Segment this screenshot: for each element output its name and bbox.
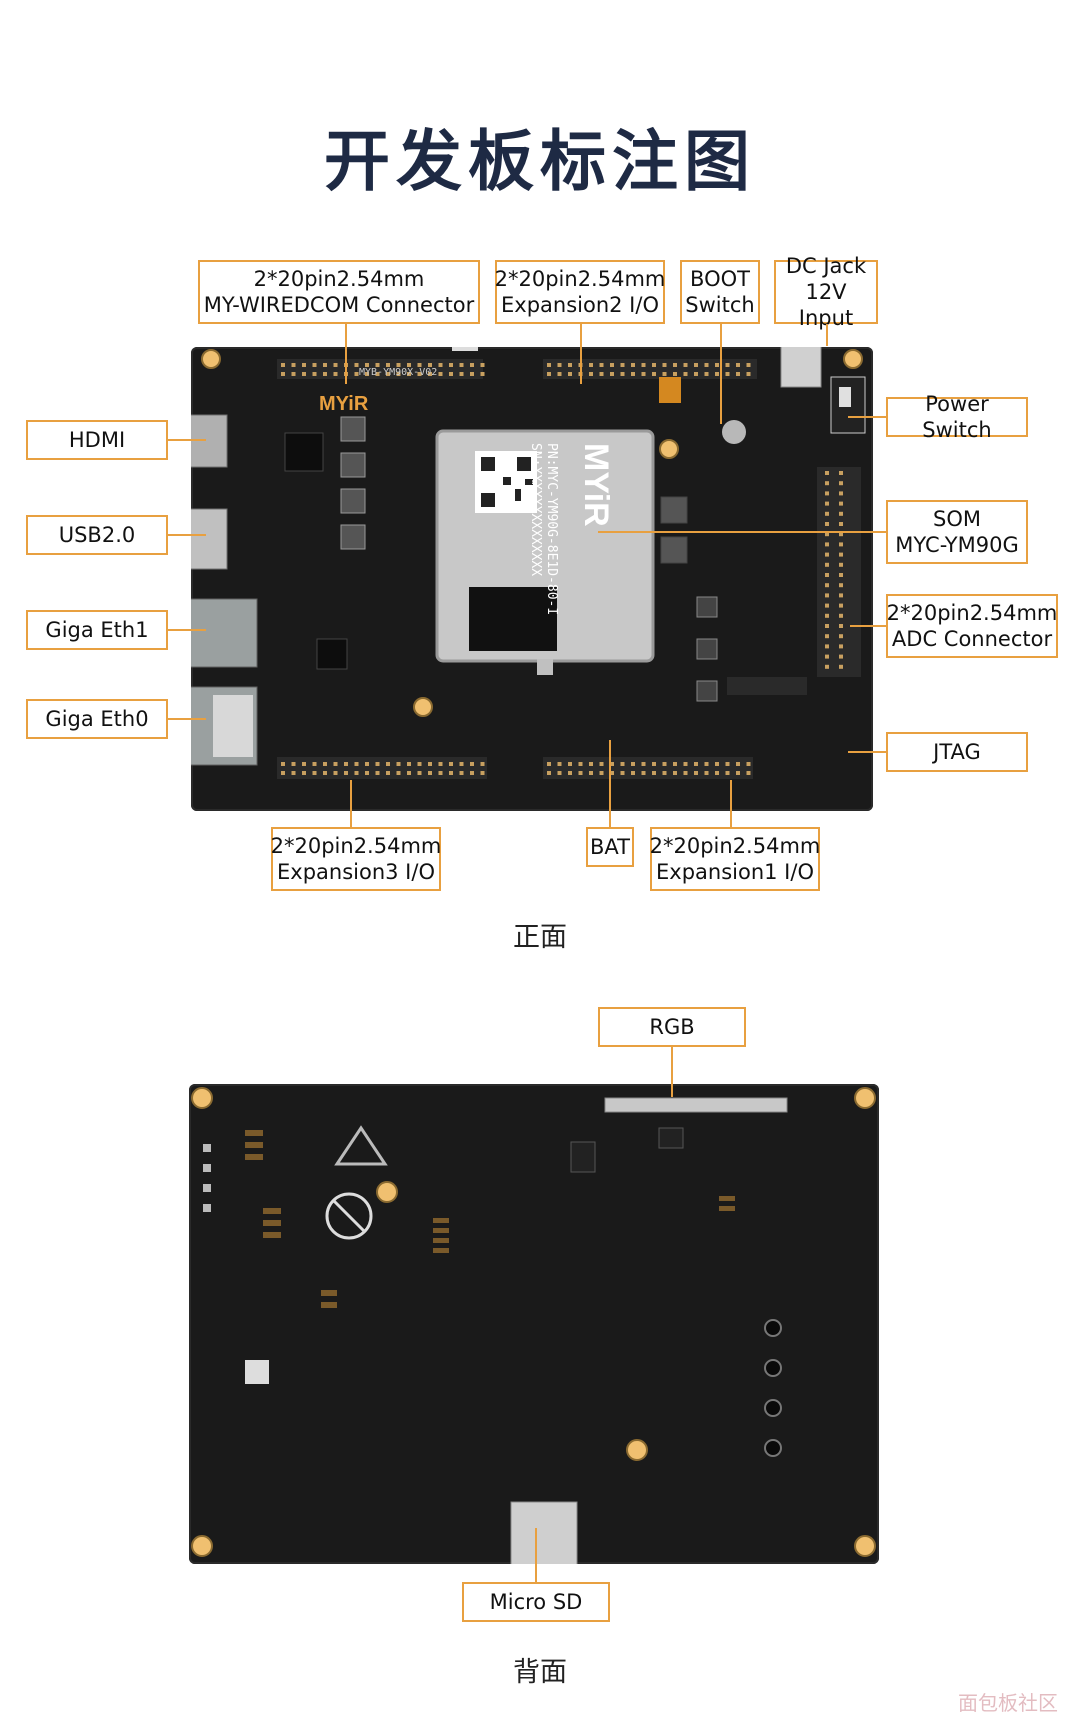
leader-eth0 xyxy=(168,718,206,720)
front-board-image: MYiR MYB-YM90X-V02 MYiR PN:MYC-YM90G-8E1… xyxy=(191,347,873,811)
label-boot: BOOT Switch xyxy=(680,260,760,324)
leader-jtag xyxy=(848,751,886,753)
label-wiredcom: 2*20pin2.54mm MY-WIREDCOM Connector xyxy=(198,260,480,324)
label-bat: BAT xyxy=(586,827,634,867)
back-caption: 背面 xyxy=(513,1657,567,1688)
label-dcjack-line1: DC Jack xyxy=(785,254,867,278)
leader-exp3 xyxy=(350,780,352,827)
label-dcjack-line2: 12V Input xyxy=(798,280,854,330)
label-som-line1: SOM xyxy=(933,507,981,531)
label-exp3: 2*20pin2.54mm Expansion3 I/O xyxy=(271,827,441,891)
leader-exp1 xyxy=(730,780,732,827)
leader-bat xyxy=(609,740,611,827)
label-exp3-line1: 2*20pin2.54mm xyxy=(270,834,442,858)
label-exp2-line2: Expansion2 I/O xyxy=(501,293,659,317)
leader-hdmi xyxy=(168,439,206,441)
leader-microsd xyxy=(535,1528,537,1582)
label-bat-text: BAT xyxy=(590,835,630,859)
label-usb: USB2.0 xyxy=(26,515,168,555)
label-boot-line2: Switch xyxy=(685,293,755,317)
leader-rgb xyxy=(671,1047,673,1097)
front-board-brand: MYiR xyxy=(319,393,369,415)
label-rgb: RGB xyxy=(598,1007,746,1047)
label-adc: 2*20pin2.54mm ADC Connector xyxy=(886,594,1058,658)
leader-wiredcom xyxy=(345,324,347,384)
leader-usb xyxy=(168,534,206,536)
leader-power xyxy=(848,416,886,418)
label-power: Power Switch xyxy=(886,392,1028,442)
label-exp1-line1: 2*20pin2.54mm xyxy=(649,834,821,858)
back-board-image xyxy=(189,1084,879,1564)
label-jtag-text: JTAG xyxy=(933,740,981,764)
label-wiredcom-line2: MY-WIREDCOM Connector xyxy=(203,293,475,317)
som-pn: PN:MYC-YM90G-8E1D-80-I xyxy=(544,443,559,616)
front-caption: 正面 xyxy=(513,922,567,953)
leader-dcjack xyxy=(826,324,828,346)
label-adc-line2: ADC Connector xyxy=(891,627,1053,651)
page-title: 开发板标注图 xyxy=(324,123,756,200)
label-eth0: Giga Eth0 xyxy=(26,699,168,739)
label-dcjack: DC Jack 12V Input xyxy=(774,254,878,330)
leader-eth1 xyxy=(168,629,206,631)
label-rgb-text: RGB xyxy=(649,1015,695,1039)
som-sn: SN:XXXXXXXXXXXXXX xyxy=(528,443,543,577)
watermark: 面包板社区 xyxy=(958,1691,1058,1715)
label-hdmi: HDMI xyxy=(26,420,168,460)
label-microsd-text: Micro SD xyxy=(489,1590,583,1614)
label-microsd: Micro SD xyxy=(462,1582,610,1622)
label-eth0-text: Giga Eth0 xyxy=(45,707,149,731)
leader-boot xyxy=(720,324,722,424)
label-boot-line1: BOOT xyxy=(690,267,750,291)
label-wiredcom-line1: 2*20pin2.54mm xyxy=(253,267,425,291)
leader-som xyxy=(598,531,886,533)
label-exp1-line2: Expansion1 I/O xyxy=(656,860,814,884)
som-brand: MYiR xyxy=(577,443,615,527)
label-power-text: Power Switch xyxy=(922,392,992,442)
label-exp3-line2: Expansion3 I/O xyxy=(277,860,435,884)
label-exp2: 2*20pin2.54mm Expansion2 I/O xyxy=(495,260,665,324)
leader-exp2 xyxy=(580,324,582,384)
label-hdmi-text: HDMI xyxy=(68,428,126,452)
label-exp1: 2*20pin2.54mm Expansion1 I/O xyxy=(650,827,820,891)
label-exp2-line1: 2*20pin2.54mm xyxy=(494,267,666,291)
leader-adc xyxy=(850,625,886,627)
label-adc-line1: 2*20pin2.54mm xyxy=(886,601,1058,625)
label-som-line2: MYC-YM90G xyxy=(895,533,1019,557)
label-eth1-text: Giga Eth1 xyxy=(45,618,149,642)
label-usb-text: USB2.0 xyxy=(58,523,136,547)
label-eth1: Giga Eth1 xyxy=(26,610,168,650)
front-board-model: MYB-YM90X-V02 xyxy=(359,367,438,378)
label-som: SOM MYC-YM90G xyxy=(886,500,1028,564)
label-jtag: JTAG xyxy=(886,732,1028,772)
